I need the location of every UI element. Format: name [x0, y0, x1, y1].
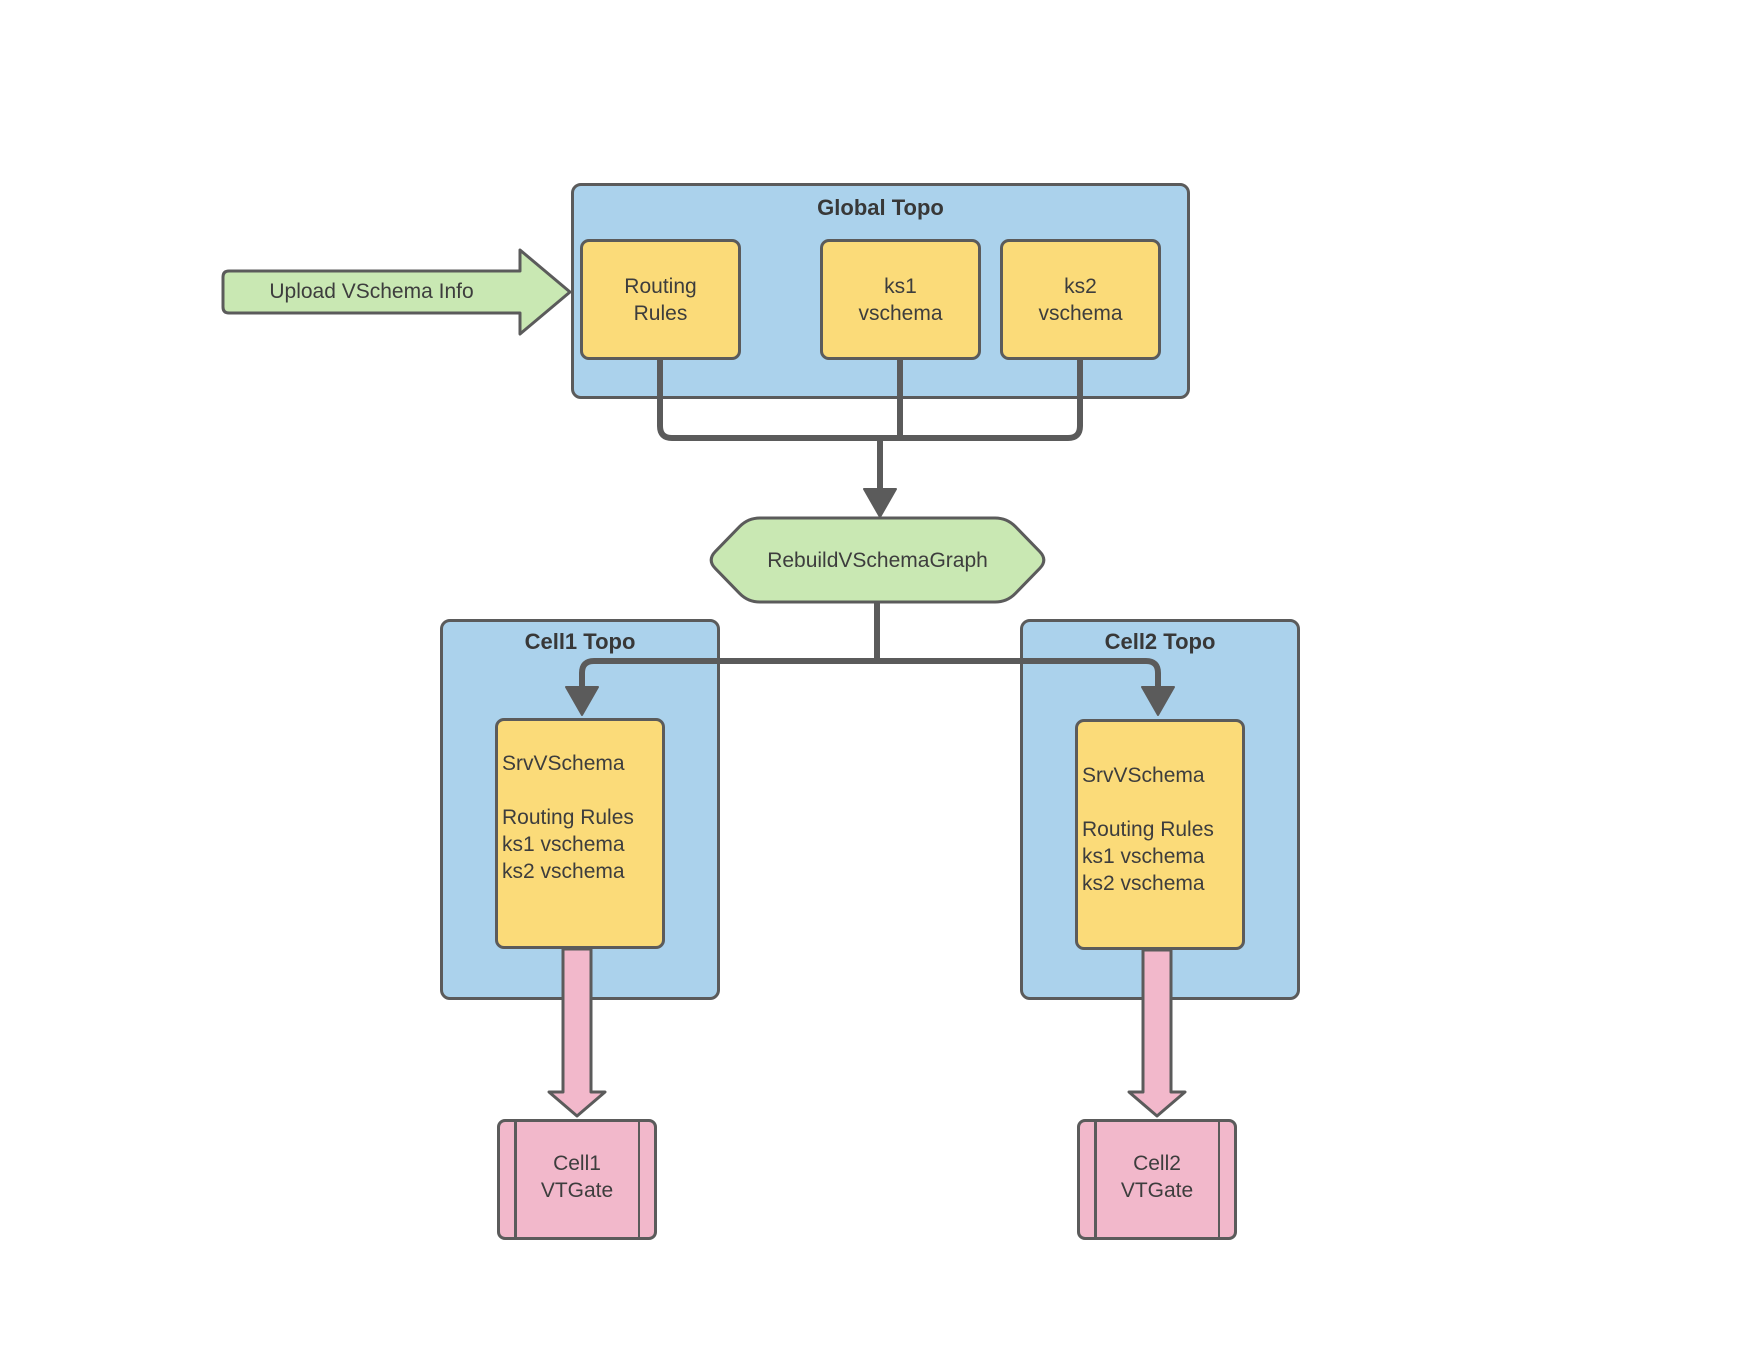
ks1-vschema-label: ks1 vschema: [858, 275, 943, 325]
cell2-srvvschema-text: SrvVSchema Routing Rules ks1 vschema ks2…: [1082, 764, 1214, 895]
cell2-vtgate-label: Cell2 VTGate: [1120, 1152, 1194, 1202]
cell1-vtgate-label: Cell1 VTGate: [540, 1152, 614, 1202]
cell2-srvvschema-box: [1075, 719, 1245, 950]
cell1-srvvschema-text: SrvVSchema Routing Rules ks1 vschema ks2…: [502, 752, 634, 883]
vtgate-side-bar: [514, 1122, 517, 1237]
routing-rules-box: [580, 239, 741, 360]
rebuild-label: RebuildVSchemaGraph: [767, 549, 988, 572]
cell1-vtgate-box: [497, 1119, 657, 1240]
cell2-vtgate-box: [1077, 1119, 1237, 1240]
cell1-topo-title: Cell1 Topo: [524, 629, 636, 654]
vtgate-side-bar: [637, 1122, 640, 1237]
ks1-vschema-box: [820, 239, 981, 360]
global-topo-title: Global Topo: [817, 195, 944, 220]
arrowhead-into-rebuild: [863, 488, 897, 518]
upload-arrow-label: Upload VSchema Info: [269, 280, 474, 303]
vtgate-side-bar: [1094, 1122, 1097, 1237]
cell2-topo-title: Cell2 Topo: [1104, 629, 1216, 654]
ks2-vschema-label: ks2 vschema: [1038, 275, 1123, 325]
routing-rules-label: Routing Rules: [624, 275, 697, 325]
cell1-srvvschema-box: [495, 718, 665, 949]
ks2-vschema-box: [1000, 239, 1161, 360]
vtgate-side-bar: [1217, 1122, 1220, 1237]
